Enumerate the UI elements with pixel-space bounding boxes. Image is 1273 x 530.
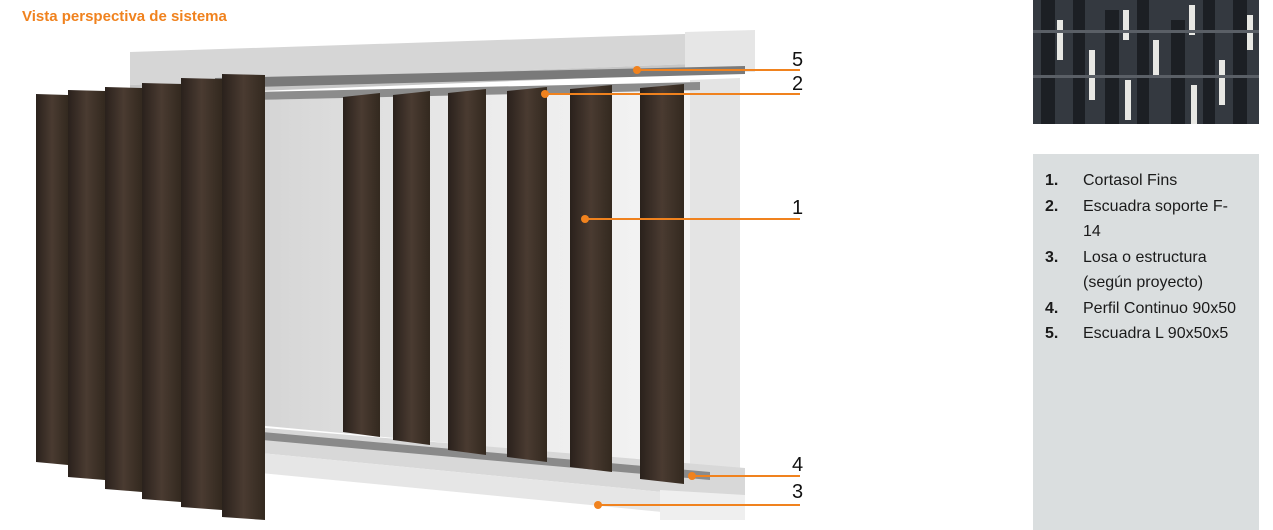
legend-item-number: 4. xyxy=(1045,299,1059,317)
callout-1: 1 xyxy=(792,197,803,219)
legend-item-number: 5. xyxy=(1045,325,1059,342)
fins-front-row xyxy=(36,74,265,520)
fins-back-row xyxy=(343,84,684,484)
legend-item: 1. Cortasol Fins xyxy=(1033,168,1259,194)
legend-item-text: Escuadra L 90x50x5 xyxy=(1083,325,1229,342)
callout-3: 3 xyxy=(792,481,803,503)
legend-item-number: 1. xyxy=(1045,172,1059,189)
legend-list: 1. Cortasol Fins 2. Escuadra soporte F-1… xyxy=(1033,154,1259,347)
facade-photo xyxy=(1033,0,1259,124)
bottom-slab xyxy=(230,425,745,520)
legend-item: 4. Perfil Continuo 90x50 xyxy=(1033,296,1259,322)
legend-item: 2. Escuadra soporte F-14 xyxy=(1033,194,1259,245)
diagram-title: Vista perspectiva de sistema xyxy=(22,8,227,25)
legend-item: 5. Escuadra L 90x50x5 xyxy=(1033,321,1259,347)
legend-item-text: Perfil Continuo 90x50 xyxy=(1083,299,1236,317)
legend-item-number: 3. xyxy=(1045,248,1059,266)
legend-item-number: 2. xyxy=(1045,197,1059,215)
system-perspective-diagram: 5 2 1 4 3 xyxy=(36,30,803,520)
legend-item: 3. Losa o estructura (según proyecto) xyxy=(1033,245,1259,296)
legend-item-text: Cortasol Fins xyxy=(1083,172,1178,189)
legend-item-text: Losa o estructura (según proyecto) xyxy=(1083,248,1207,292)
leader-lines xyxy=(541,66,800,509)
legend-panel: 1. Cortasol Fins 2. Escuadra soporte F-1… xyxy=(1033,154,1259,530)
callout-4: 4 xyxy=(792,454,803,476)
legend-item-text: Escuadra soporte F-14 xyxy=(1083,197,1228,241)
callout-5: 5 xyxy=(792,49,803,71)
callout-2: 2 xyxy=(792,73,803,95)
